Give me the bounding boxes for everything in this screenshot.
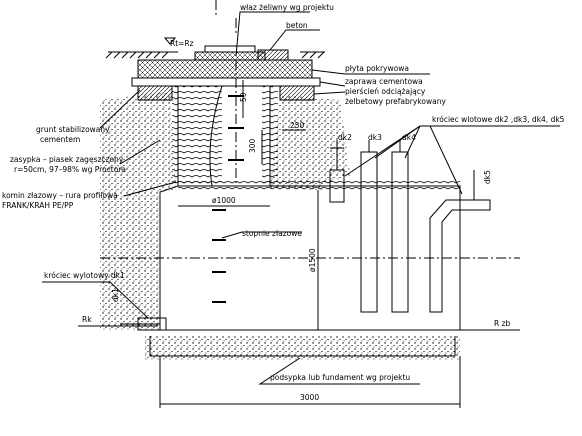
chimney-label-2: FRANK/KRAH PE/PP	[2, 201, 74, 210]
ground-hatch	[105, 51, 325, 59]
stabilized-soil-label-1: grunt stabilizowany	[36, 125, 110, 134]
rzb-label: R zb	[494, 319, 511, 328]
dim-250: 250	[290, 121, 305, 130]
concrete-ring	[257, 49, 289, 61]
dim-50: 50	[239, 92, 248, 102]
gravel-right	[270, 95, 350, 190]
dk5-label: dk5	[483, 170, 492, 184]
rt-rz-label: Rt=Rz	[170, 39, 194, 48]
ladder-steps	[212, 95, 244, 303]
cement-mortar-label: zaprawa cementowa	[345, 77, 423, 86]
tank-top-ribs	[178, 180, 460, 190]
outlet-stub-label: króciec wylotowy dk1	[44, 271, 125, 280]
rk-label: Rk	[82, 315, 92, 324]
dk1-label: dk1	[111, 288, 120, 302]
chimney-label-1: komin złazowy – rura profilowa	[2, 191, 118, 200]
inlet-stubs-label: króciec wlotowe dk2 ,dk3, dk4, dk5	[432, 115, 565, 124]
dim-300: 300	[248, 138, 257, 153]
gravel-left	[100, 92, 176, 330]
dim-1000: ø1000	[212, 196, 236, 205]
dim-3000: 3000	[300, 393, 319, 402]
cast-iron-frame	[194, 51, 266, 61]
dk3-pipe	[360, 151, 378, 313]
dk5-pipe	[429, 199, 491, 313]
cement-mortar	[131, 77, 321, 87]
stabilized-soil-label-2: cementem	[40, 135, 80, 144]
cover-plate-label: płyta pokrywowa	[345, 64, 409, 73]
dk4-label: dk4	[402, 133, 416, 142]
sand-bed-label: podsypka lub fundament wg projektu	[270, 373, 410, 382]
dim-1500: ø1500	[308, 248, 317, 272]
cast-iron-label: właz żeliwny wg projektu	[240, 3, 334, 12]
ladder-label: stopnie złazowe	[242, 229, 302, 238]
dk2-label: dk2	[338, 133, 352, 142]
dk3-label: dk3	[368, 133, 382, 142]
relief-ring-label-1: pierścień odciążający	[345, 87, 426, 96]
concrete-label: beton	[286, 21, 308, 30]
cover-plate	[137, 59, 313, 79]
backfill-label-1: zasypka – piasek zagęszczony	[10, 155, 124, 164]
backfill-label-2: r=50cm, 97–98% wg Proctora	[14, 165, 126, 174]
dk4-pipe	[391, 151, 409, 313]
chimney-corrugation	[172, 86, 222, 186]
relief-ring-label-2: żelbetowy prefabrykowany	[345, 97, 446, 106]
